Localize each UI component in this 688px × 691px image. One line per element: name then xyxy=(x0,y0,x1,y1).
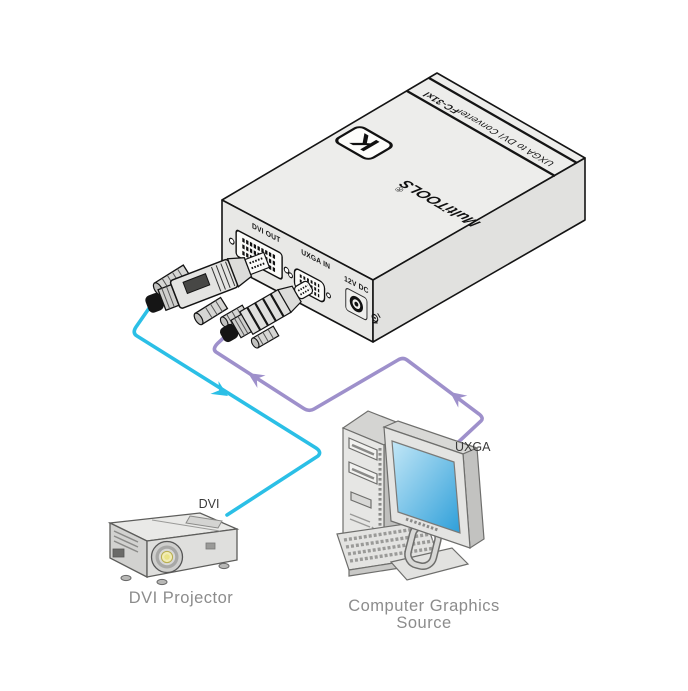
power-jack xyxy=(345,288,368,321)
vga-thumbscrew-icon-2 xyxy=(250,325,280,349)
caption-projector: DVI Projector xyxy=(129,589,234,607)
caption-source-line1: Computer Graphics xyxy=(348,597,500,615)
uxga-cable-arrow-icon-2 xyxy=(450,392,468,408)
dvi-thumbscrew-icon-2 xyxy=(193,296,229,326)
converter-box: FC-31xl UXGA to DVI Converter K MultiTOO… xyxy=(221,72,586,343)
dvi-cable-label: DVI xyxy=(199,497,220,511)
uxga-cable-arrow-icon xyxy=(248,373,266,388)
projector-lens xyxy=(150,540,184,574)
caption-source-line2: Source xyxy=(396,614,451,632)
dvi-projector xyxy=(107,512,240,586)
computer-monitor xyxy=(382,420,485,581)
dvi-cable-assembly xyxy=(132,302,322,517)
dvi-cable xyxy=(132,302,322,517)
kramer-logo: K xyxy=(335,126,393,160)
uxga-cable-assembly xyxy=(212,330,484,450)
box-side-face xyxy=(372,157,586,343)
computer-graphics-source xyxy=(336,410,485,581)
dvi-cable-arrow-icon xyxy=(210,381,228,396)
brand-reg-mark: ® xyxy=(392,185,407,194)
monitor-screen xyxy=(391,440,461,534)
dc-polarity-icon xyxy=(371,313,381,324)
tower-button-panel xyxy=(350,491,372,509)
projector-top-ridge xyxy=(185,515,223,529)
vga-connector xyxy=(219,280,314,349)
dvi-connector xyxy=(145,251,271,326)
uxga-cable-label: UXGA xyxy=(455,440,491,454)
uxga-cable xyxy=(212,330,484,450)
